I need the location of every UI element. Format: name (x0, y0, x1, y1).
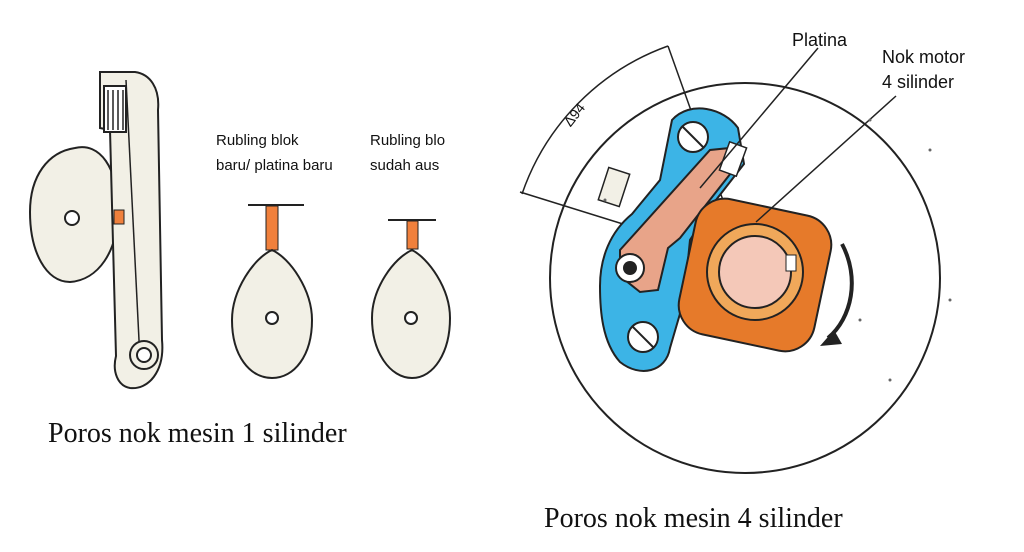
breaker-arm (99, 71, 164, 390)
cam-center (718, 235, 792, 309)
single-cylinder-assembly (28, 71, 164, 390)
cam-key (785, 254, 797, 272)
leader-cam (755, 95, 897, 223)
caption-four-cylinder: Poros nok mesin 4 silinder (544, 503, 843, 534)
four-cylinder-assembly: Δ94 (519, 45, 952, 474)
leader-platina (699, 47, 819, 189)
arm-pivot-inner (136, 347, 152, 363)
spring-clip (718, 140, 748, 178)
label-new-block-line2: baru/ platina baru (216, 157, 333, 174)
label-new-block-line1: Rubling blok (216, 132, 299, 149)
arm-pivot-pin (623, 261, 637, 275)
rubbing-block (113, 209, 125, 225)
worn-rubbing-block (406, 220, 419, 250)
label-worn-block-line1: Rubling blo (370, 132, 445, 149)
rotation-arrow-head (820, 330, 842, 346)
base-tab (597, 166, 631, 208)
caption-single-cylinder: Poros nok mesin 1 silinder (48, 418, 347, 449)
spring-coil-lines (107, 90, 124, 130)
rotation-arrow (826, 243, 854, 340)
arm-inner-edge (125, 79, 141, 361)
label-platina: Platina (792, 30, 848, 50)
contact-arm (619, 146, 740, 294)
dwell-angle-label: Δ94 (560, 100, 588, 130)
cam-shaft-hole (64, 210, 80, 226)
label-cam-line1: Nok motor (882, 47, 965, 67)
new-rubbing-block-cam (230, 204, 314, 380)
label-cam-line2: 4 silinder (882, 72, 954, 92)
spring-coil-top (103, 85, 127, 133)
new-cam-hole (265, 311, 279, 325)
dwell-angle-arc (521, 45, 669, 195)
worn-cam-hole (404, 311, 418, 325)
new-rubbing-block (265, 205, 279, 251)
label-worn-block-line2: sudah aus (370, 157, 439, 174)
worn-rubbing-block-cam (370, 219, 452, 380)
